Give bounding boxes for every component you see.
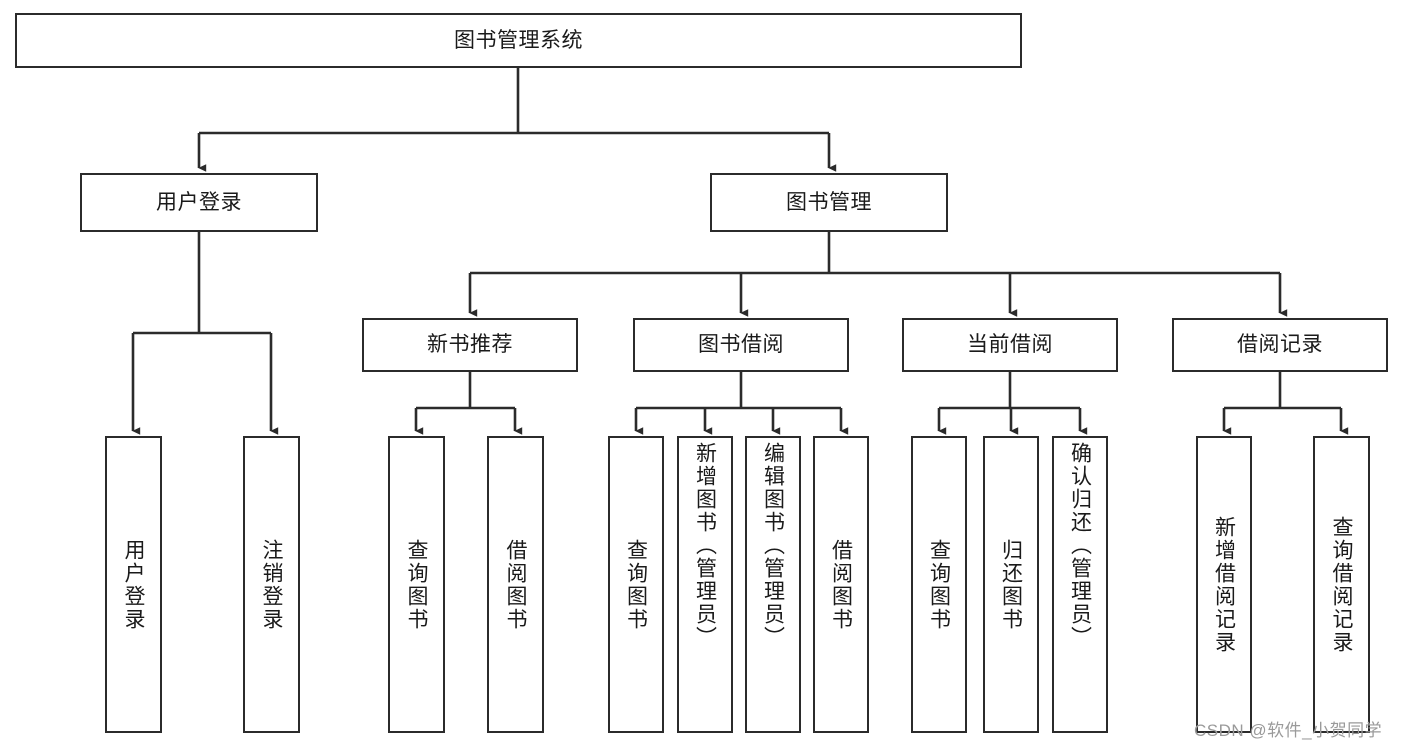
node-borrow-record[interactable]: 借阅记录 — [1172, 318, 1388, 372]
node-leaf-edit-book-admin[interactable]: 编辑图书（管理员） — [745, 436, 801, 733]
node-leaf-return-book-label: 归还图书 — [999, 538, 1023, 631]
node-leaf-borrow-book-1-label: 借阅图书 — [504, 538, 527, 631]
node-leaf-user-login[interactable]: 用户登录 — [105, 436, 162, 733]
node-leaf-user-login-label: 用户登录 — [122, 538, 145, 631]
node-book-borrow-label: 图书借阅 — [698, 333, 784, 357]
node-leaf-add-book-admin[interactable]: 新增图书（管理员） — [677, 436, 733, 733]
node-leaf-query-book-3[interactable]: 查询图书 — [911, 436, 967, 733]
node-leaf-return-book[interactable]: 归还图书 — [983, 436, 1039, 733]
node-current-borrow-label: 当前借阅 — [967, 333, 1053, 357]
node-leaf-user-logout-label: 注销登录 — [260, 538, 283, 631]
node-new-book-recommend-label: 新书推荐 — [427, 333, 513, 357]
node-leaf-add-book-admin-label: 新增图书（管理员） — [693, 442, 717, 649]
node-book-manage-label: 图书管理 — [786, 190, 872, 214]
node-leaf-query-book-2[interactable]: 查询图书 — [608, 436, 664, 733]
node-leaf-borrow-book-2[interactable]: 借阅图书 — [813, 436, 869, 733]
node-current-borrow[interactable]: 当前借阅 — [902, 318, 1118, 372]
node-leaf-confirm-return-admin[interactable]: 确认归还（管理员） — [1052, 436, 1108, 733]
node-borrow-record-label: 借阅记录 — [1237, 333, 1323, 357]
node-leaf-edit-book-admin-label: 编辑图书（管理员） — [761, 442, 785, 649]
node-leaf-query-book-1[interactable]: 查询图书 — [388, 436, 445, 733]
node-leaf-user-logout[interactable]: 注销登录 — [243, 436, 300, 733]
node-leaf-confirm-return-admin-label: 确认归还（管理员） — [1068, 442, 1092, 649]
node-root[interactable]: 图书管理系统 — [15, 13, 1022, 68]
node-leaf-borrow-book-2-label: 借阅图书 — [829, 538, 853, 631]
node-new-book-recommend[interactable]: 新书推荐 — [362, 318, 578, 372]
node-root-label: 图书管理系统 — [454, 28, 583, 52]
node-book-borrow[interactable]: 图书借阅 — [633, 318, 849, 372]
node-leaf-query-book-2-label: 查询图书 — [624, 538, 648, 631]
watermark-text: CSDN @软件_小贺同学 — [1194, 721, 1383, 740]
node-leaf-borrow-book-1[interactable]: 借阅图书 — [487, 436, 544, 733]
node-leaf-add-borrow-record[interactable]: 新增借阅记录 — [1196, 436, 1252, 733]
node-book-manage[interactable]: 图书管理 — [710, 173, 948, 232]
node-leaf-query-book-1-label: 查询图书 — [405, 538, 428, 631]
node-leaf-query-borrow-record-label: 查询借阅记录 — [1330, 515, 1353, 654]
node-user-login-label: 用户登录 — [156, 190, 242, 214]
node-leaf-query-borrow-record[interactable]: 查询借阅记录 — [1313, 436, 1370, 733]
node-user-login[interactable]: 用户登录 — [80, 173, 318, 232]
node-leaf-query-book-3-label: 查询图书 — [927, 538, 951, 631]
node-leaf-add-borrow-record-label: 新增借阅记录 — [1212, 515, 1236, 654]
